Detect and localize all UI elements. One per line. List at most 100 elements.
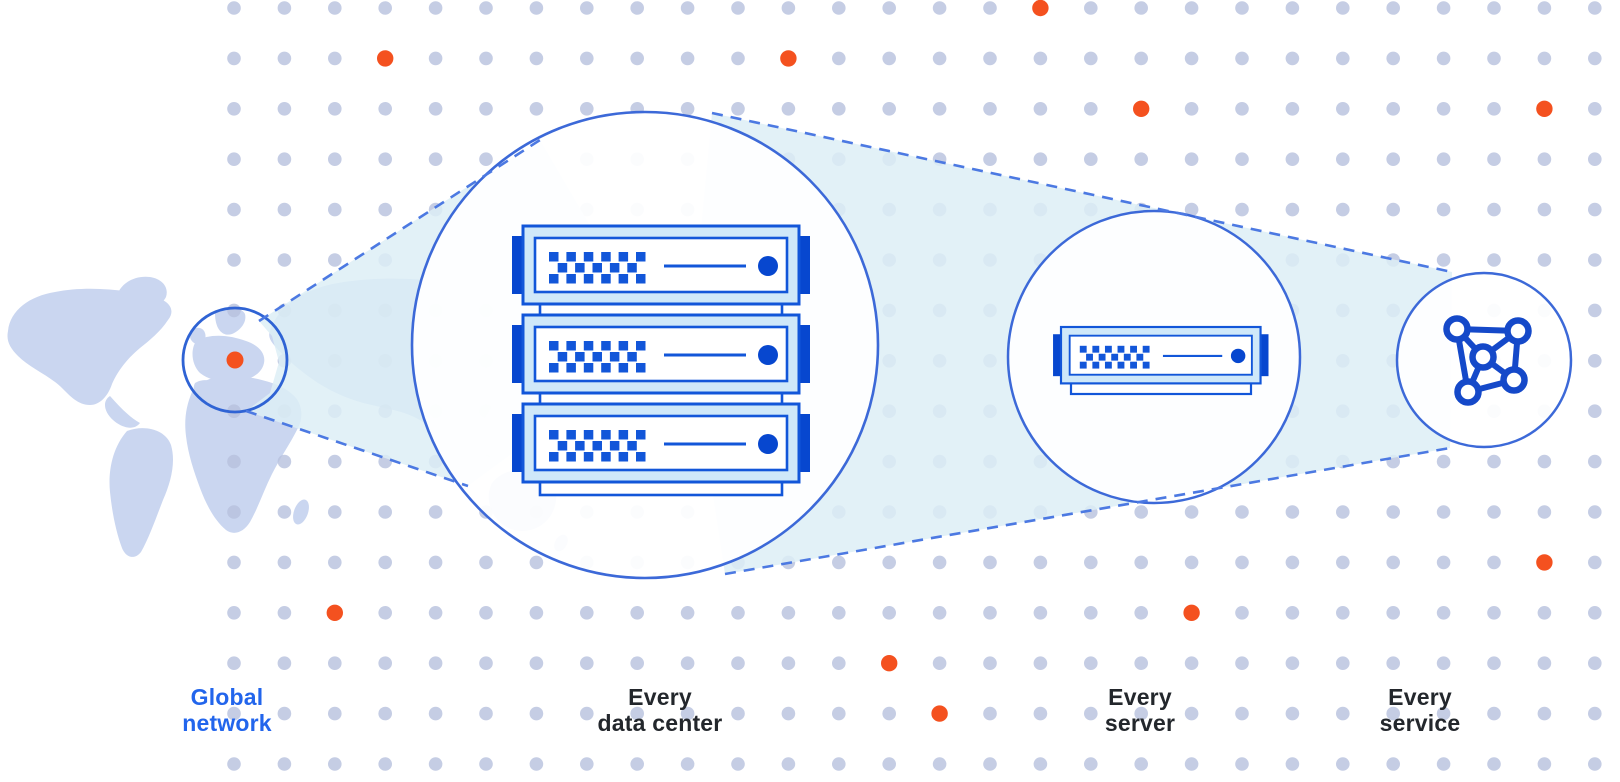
grid-dot xyxy=(1285,656,1300,670)
grid-dot-orange xyxy=(1536,100,1553,118)
grid-dot xyxy=(832,757,846,771)
grid-dot xyxy=(1436,102,1451,116)
grid-dot xyxy=(1487,202,1501,217)
grid-dot xyxy=(328,102,342,116)
grid-dot xyxy=(580,706,594,721)
grid-dot xyxy=(1336,152,1350,166)
grid-dot xyxy=(1588,555,1602,570)
grid-dot xyxy=(277,1,292,15)
grid-dot xyxy=(882,51,896,66)
server-rack-icon xyxy=(512,226,810,497)
grid-dot xyxy=(1386,606,1400,620)
grid-dot xyxy=(428,706,443,721)
grid-dot xyxy=(932,1,947,15)
grid-dot xyxy=(1537,1,1552,15)
grid-dot xyxy=(1386,102,1400,116)
grid-dot xyxy=(378,102,393,116)
label-every-server: Every server xyxy=(1105,684,1175,736)
grid-dot-orange xyxy=(931,705,948,722)
grid-dot xyxy=(1487,454,1501,469)
grid-dot xyxy=(1588,505,1602,519)
grid-dot xyxy=(1386,555,1400,570)
grid-dot xyxy=(680,1,695,15)
grid-dot xyxy=(1487,757,1501,771)
grid-dot xyxy=(428,555,443,570)
grid-dot xyxy=(479,1,493,15)
grid-dot xyxy=(1084,51,1098,66)
label-line: Every xyxy=(628,684,692,710)
grid-dot xyxy=(227,505,241,519)
server-icon xyxy=(1053,327,1268,396)
grid-dot xyxy=(1588,102,1602,116)
grid-dot xyxy=(328,253,342,267)
grid-dot xyxy=(1084,656,1098,670)
grid-dot xyxy=(1184,202,1199,217)
grid-dot xyxy=(983,656,997,670)
grid-dot xyxy=(680,706,695,721)
grid-dot xyxy=(529,606,544,620)
grid-dot xyxy=(1588,606,1602,620)
label-global-network: Global network xyxy=(182,684,272,736)
grid-dot xyxy=(277,656,292,670)
grid-dot xyxy=(428,51,443,66)
grid-dot xyxy=(529,656,544,670)
dash-bottom-right xyxy=(724,446,1451,576)
grid-dot xyxy=(580,606,594,620)
grid-dot xyxy=(428,152,443,166)
grid-dot xyxy=(1235,555,1249,570)
grid-dot-orange xyxy=(1133,100,1150,118)
grid-dot xyxy=(580,757,594,771)
label-line: network xyxy=(182,710,272,736)
grid-dot xyxy=(1336,202,1350,217)
grid-dot xyxy=(1084,152,1098,166)
grid-dot xyxy=(1487,253,1501,267)
grid-dot xyxy=(529,757,544,771)
grid-dot xyxy=(1134,1,1148,15)
grid-dot xyxy=(1487,51,1501,66)
grid-dot xyxy=(932,102,947,116)
grid-dot xyxy=(983,606,997,620)
grid-dot xyxy=(378,505,393,519)
grid-dot xyxy=(378,152,393,166)
grid-dot xyxy=(1588,706,1602,721)
grid-dot xyxy=(1134,555,1148,570)
grid-dot xyxy=(1033,152,1048,166)
grid-dot xyxy=(630,51,644,66)
grid-dot xyxy=(1285,706,1300,721)
grid-dot xyxy=(227,454,241,469)
grid-dot xyxy=(1386,1,1400,15)
grid-dot xyxy=(680,51,695,66)
grid-dot xyxy=(1487,656,1501,670)
grid-dot xyxy=(580,102,594,116)
grid-dot xyxy=(731,1,745,15)
grid-dot-orange xyxy=(780,50,797,67)
grid-dot xyxy=(832,1,846,15)
grid-dot xyxy=(832,656,846,670)
grid-dot xyxy=(328,454,342,469)
grid-dot xyxy=(1033,51,1048,66)
grid-dot xyxy=(932,656,947,670)
grid-dot xyxy=(1134,757,1148,771)
grid-dot xyxy=(1588,354,1602,368)
grid-dot xyxy=(1588,454,1602,469)
grid-dot xyxy=(479,102,493,116)
grid-dot xyxy=(882,706,896,721)
grid-dot-orange xyxy=(377,50,394,67)
grid-dot xyxy=(1285,102,1300,116)
label-line: server xyxy=(1104,710,1176,736)
grid-dot xyxy=(1336,757,1350,771)
service-circle xyxy=(1395,271,1573,449)
grid-dot xyxy=(1184,505,1199,519)
location-marker-dot xyxy=(226,351,244,369)
grid-dot xyxy=(277,152,292,166)
grid-dot xyxy=(1487,555,1501,570)
grid-dot xyxy=(1588,404,1602,419)
grid-dot xyxy=(1336,656,1350,670)
grid-dot xyxy=(1336,102,1350,116)
grid-dot xyxy=(1487,606,1501,620)
grid-dot xyxy=(277,706,292,721)
grid-dot xyxy=(1285,152,1300,166)
grid-dot xyxy=(1487,1,1501,15)
grid-dot xyxy=(1235,505,1249,519)
